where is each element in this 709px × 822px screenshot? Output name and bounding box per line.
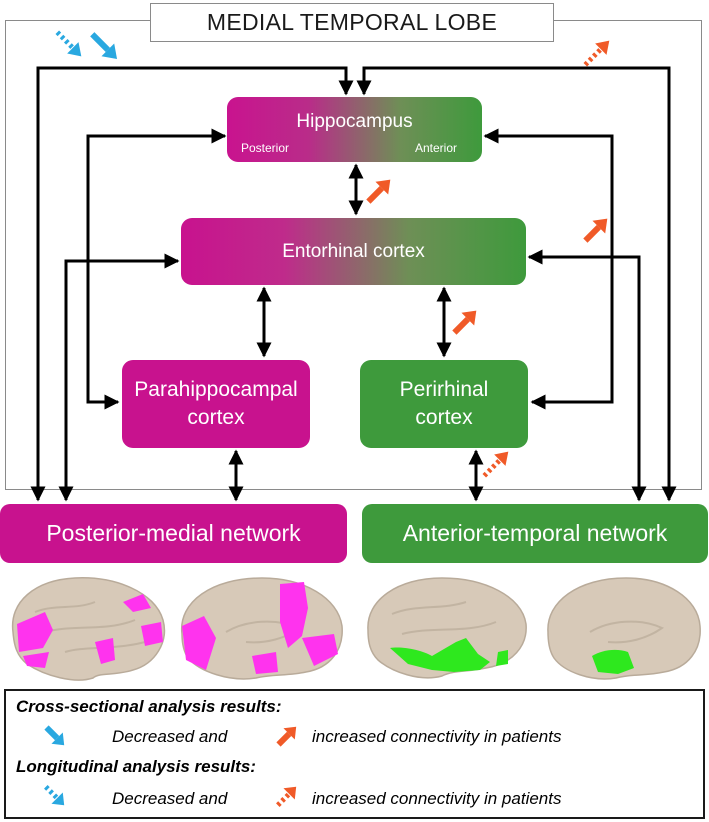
at-medial-brain-image <box>547 577 701 680</box>
increased-cross-sectional-legend-icon <box>276 726 297 747</box>
decreased-longitudinal-icon <box>55 30 82 57</box>
perirhinal-cortex-node: Perirhinal cortex <box>360 360 528 448</box>
hippocampus-posterior-label: Posterior <box>241 141 290 155</box>
increased-longitudinal-legend-icon <box>276 786 297 807</box>
long-increased-text: increased connectivity in patients <box>312 789 562 808</box>
increased-longitudinal-icon <box>583 40 610 67</box>
increased-cross-sectional-icon <box>366 179 391 204</box>
parahippocampal-label-line2: cortex <box>187 406 245 429</box>
perirhinal-label-line2: cortex <box>415 406 473 429</box>
anterior-temporal-network-node: Anterior-temporal network <box>362 504 708 563</box>
increased-longitudinal-icon <box>482 451 509 478</box>
decreased-longitudinal-legend-icon <box>44 785 65 806</box>
entorhinal-cortex-node: Entorhinal cortex <box>181 218 526 285</box>
hippocampus-node: Hippocampus Posterior Anterior <box>227 97 482 162</box>
pm-medial-brain-image <box>181 577 343 680</box>
longitudinal-heading: Longitudinal analysis results: <box>16 757 256 776</box>
connector-hippo-at-outer <box>356 66 677 502</box>
cross-increased-text: increased connectivity in patients <box>312 727 562 746</box>
connector-ento-at <box>527 249 647 502</box>
diagram-title: MEDIAL TEMPORAL LOBE <box>150 3 554 42</box>
anterior-temporal-label: Anterior-temporal network <box>402 520 668 546</box>
hippocampus-anterior-label: Anterior <box>414 141 457 155</box>
connector-hippo-pm-outer <box>30 66 354 502</box>
posterior-medial-label: Posterior-medial network <box>46 520 301 546</box>
posterior-medial-network-node: Posterior-medial network <box>0 504 347 563</box>
cross-decreased-text: Decreased and <box>112 727 228 746</box>
increased-cross-sectional-icon <box>583 218 608 243</box>
decreased-cross-sectional-icon <box>90 32 118 60</box>
at-lateral-brain-image <box>367 577 527 679</box>
long-decreased-text: Decreased and <box>112 789 228 808</box>
pm-lateral-brain-image <box>11 577 166 681</box>
entorhinal-label: Entorhinal cortex <box>282 240 425 262</box>
cross-sectional-heading: Cross-sectional analysis results: <box>16 697 282 716</box>
decreased-cross-sectional-legend-icon <box>44 725 65 746</box>
perirhinal-label-line1: Perirhinal <box>399 377 489 401</box>
parahippocampal-label-line1: Parahippocampal <box>134 377 298 401</box>
hippocampus-label: Hippocampus <box>296 110 413 132</box>
parahippocampal-cortex-node: Parahippocampal cortex <box>122 360 310 448</box>
increased-cross-sectional-icon <box>452 310 477 335</box>
connector-ento-pm <box>58 253 180 502</box>
legend-box: Cross-sectional analysis results: Decrea… <box>4 689 705 819</box>
